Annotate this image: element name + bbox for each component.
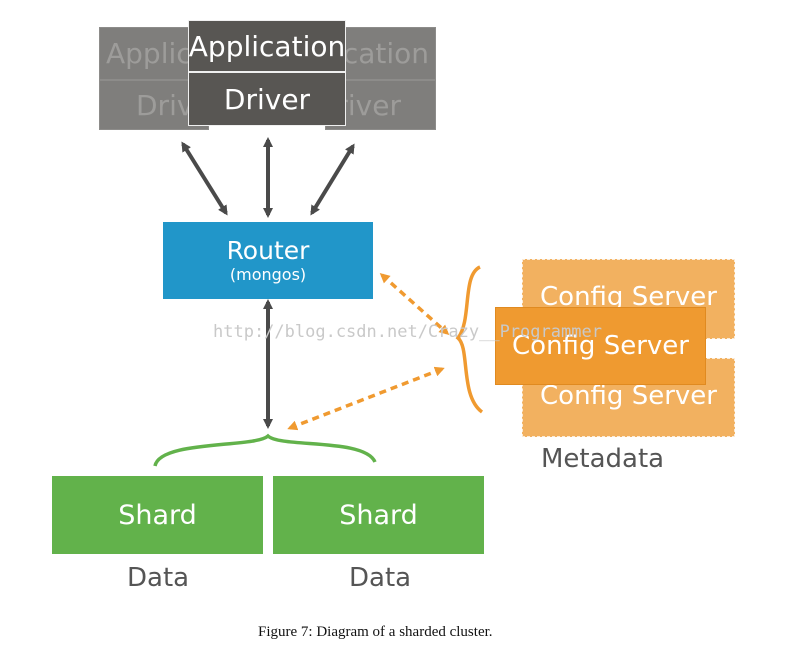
- config-server-box: Config Server: [495, 307, 706, 385]
- data-label: Data: [349, 563, 412, 593]
- router-config-arrow: [379, 273, 450, 335]
- driver-router-arrow-right: [310, 143, 355, 216]
- driver-label: Driver: [223, 82, 311, 116]
- application-right-back-top-label: cation: [342, 37, 429, 70]
- application-box: Application: [188, 20, 346, 72]
- driver-box: Driver: [188, 72, 346, 126]
- application-label: Application: [188, 29, 346, 63]
- router-subtitle: (mongos): [229, 264, 307, 284]
- shard-config-arrow: [287, 366, 445, 431]
- config-server-back-bottom-label: Config Server: [540, 381, 717, 411]
- application-left-back-top-label: Applic: [106, 37, 192, 70]
- config-group-brace: [455, 265, 484, 414]
- shard-label: Shard: [339, 499, 418, 531]
- shard-box: Shard: [273, 476, 484, 554]
- config-server-label: Config Server: [512, 331, 689, 361]
- metadata-label: Metadata: [541, 444, 665, 474]
- router-title: Router: [226, 235, 310, 265]
- shard-label: Shard: [118, 499, 197, 531]
- data-label: Data: [127, 563, 190, 593]
- figure-caption: Figure 7: Diagram of a sharded cluster.: [258, 624, 493, 640]
- driver-right-back-label: river: [336, 88, 401, 122]
- shard-group-brace: [153, 433, 377, 467]
- driver-router-arrow-left: [181, 141, 228, 216]
- shard-box: Shard: [52, 476, 263, 554]
- watermark-text: http://blog.csdn.net/Crazy__Programmer: [213, 322, 602, 342]
- driver-left-back-label: Driv: [136, 88, 194, 122]
- router-box: Router (mongos): [163, 222, 373, 299]
